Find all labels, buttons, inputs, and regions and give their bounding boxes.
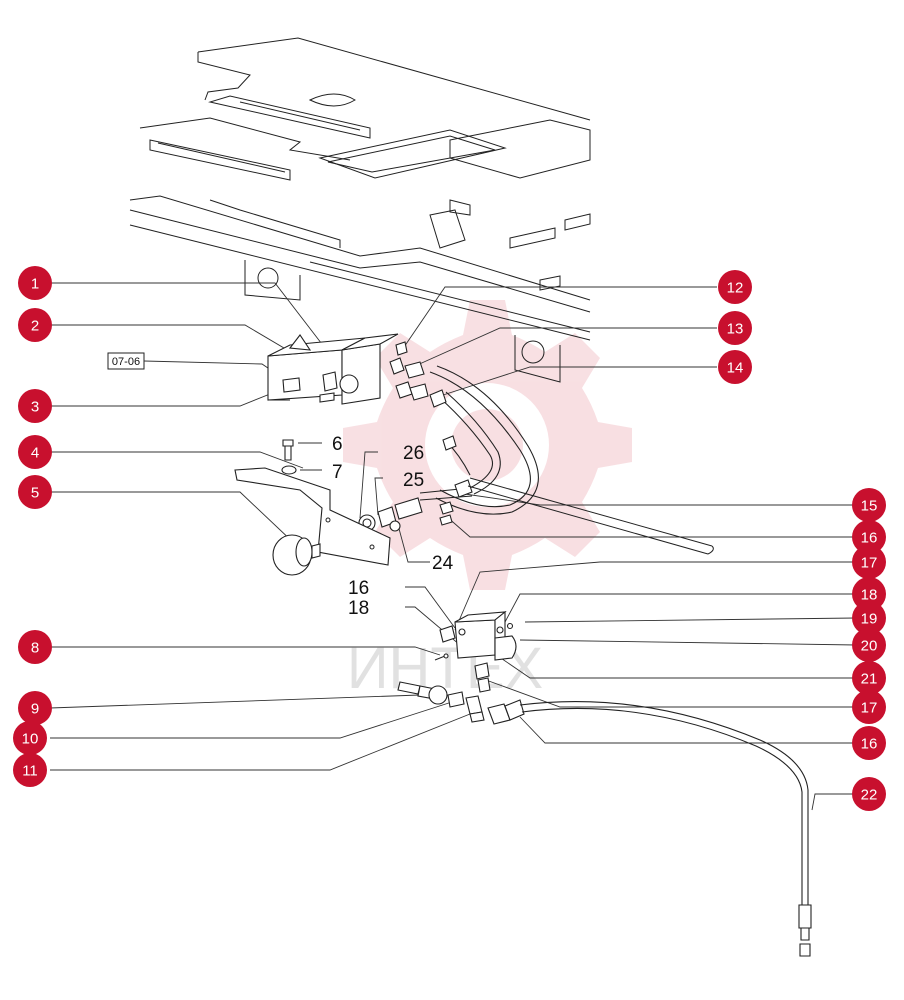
fittings-24-26 <box>358 497 454 532</box>
long-hose <box>519 701 809 905</box>
callout-16b: 16 <box>852 726 886 760</box>
chassis-frame <box>129 37 591 383</box>
callouts: 1 2 3 4 5 8 9 10 11 12 13 14 15 16 17 18… <box>13 266 886 811</box>
callout-12: 12 <box>718 270 752 304</box>
callout-2: 2 <box>18 308 52 342</box>
svg-text:20: 20 <box>861 638 878 655</box>
callout-9: 9 <box>18 691 52 725</box>
hose-end-fittings <box>429 389 473 498</box>
callout-14: 14 <box>718 350 752 384</box>
svg-text:4: 4 <box>31 445 39 462</box>
callout-15: 15 <box>852 488 886 522</box>
svg-text:21: 21 <box>861 671 878 688</box>
svg-text:2: 2 <box>31 318 39 335</box>
callout-19: 19 <box>852 601 886 635</box>
plain-labels: 6 7 26 25 24 16 18 <box>332 434 454 619</box>
svg-text:13: 13 <box>727 321 744 338</box>
svg-text:16: 16 <box>861 736 878 753</box>
svg-text:9: 9 <box>31 701 39 718</box>
label-18: 18 <box>348 598 369 619</box>
label-26: 26 <box>403 443 424 464</box>
label-6: 6 <box>332 434 343 455</box>
svg-text:22: 22 <box>861 787 878 804</box>
lower-valve <box>434 610 517 661</box>
callout-3: 3 <box>18 389 52 423</box>
svg-text:3: 3 <box>31 399 39 416</box>
svg-text:11: 11 <box>22 763 38 780</box>
fittings-upper <box>389 341 429 401</box>
label-7: 7 <box>332 462 343 483</box>
label-25: 25 <box>403 470 424 491</box>
reference-box-label: 07-06 <box>112 356 140 368</box>
svg-text:8: 8 <box>31 640 39 657</box>
callout-16a: 16 <box>852 520 886 554</box>
hoses <box>419 365 539 515</box>
svg-text:16: 16 <box>861 530 878 547</box>
svg-text:19: 19 <box>861 611 878 628</box>
svg-text:14: 14 <box>727 360 744 377</box>
svg-text:17: 17 <box>861 555 878 572</box>
svg-text:18: 18 <box>861 587 878 604</box>
tube-rod <box>467 477 714 555</box>
reference-box: 07-06 <box>107 352 145 370</box>
callout-8: 8 <box>18 630 52 664</box>
label-16: 16 <box>348 578 369 599</box>
svg-text:17: 17 <box>861 700 878 717</box>
valve-block-assembly <box>267 333 399 405</box>
svg-text:1: 1 <box>31 276 39 293</box>
label-24: 24 <box>432 553 454 574</box>
leader-lines <box>49 282 857 811</box>
bolt-and-washer <box>281 439 297 475</box>
bracket-and-accumulator <box>234 467 391 576</box>
callout-4: 4 <box>18 435 52 469</box>
svg-text:10: 10 <box>22 731 39 748</box>
callout-5: 5 <box>18 475 52 509</box>
callout-11: 11 <box>13 753 47 787</box>
callout-22: 22 <box>852 777 886 811</box>
callout-13: 13 <box>718 311 752 345</box>
callout-20: 20 <box>852 628 886 662</box>
callout-17a: 17 <box>852 545 886 579</box>
callout-21: 21 <box>852 661 886 695</box>
svg-text:5: 5 <box>31 485 39 502</box>
callout-18: 18 <box>852 577 886 611</box>
callout-10: 10 <box>13 721 47 755</box>
svg-text:12: 12 <box>727 280 744 297</box>
hose-end-bottom <box>798 904 812 957</box>
fittings-lower <box>397 662 525 725</box>
svg-text:15: 15 <box>861 498 878 515</box>
callout-1: 1 <box>18 266 52 300</box>
callout-17b: 17 <box>852 690 886 724</box>
